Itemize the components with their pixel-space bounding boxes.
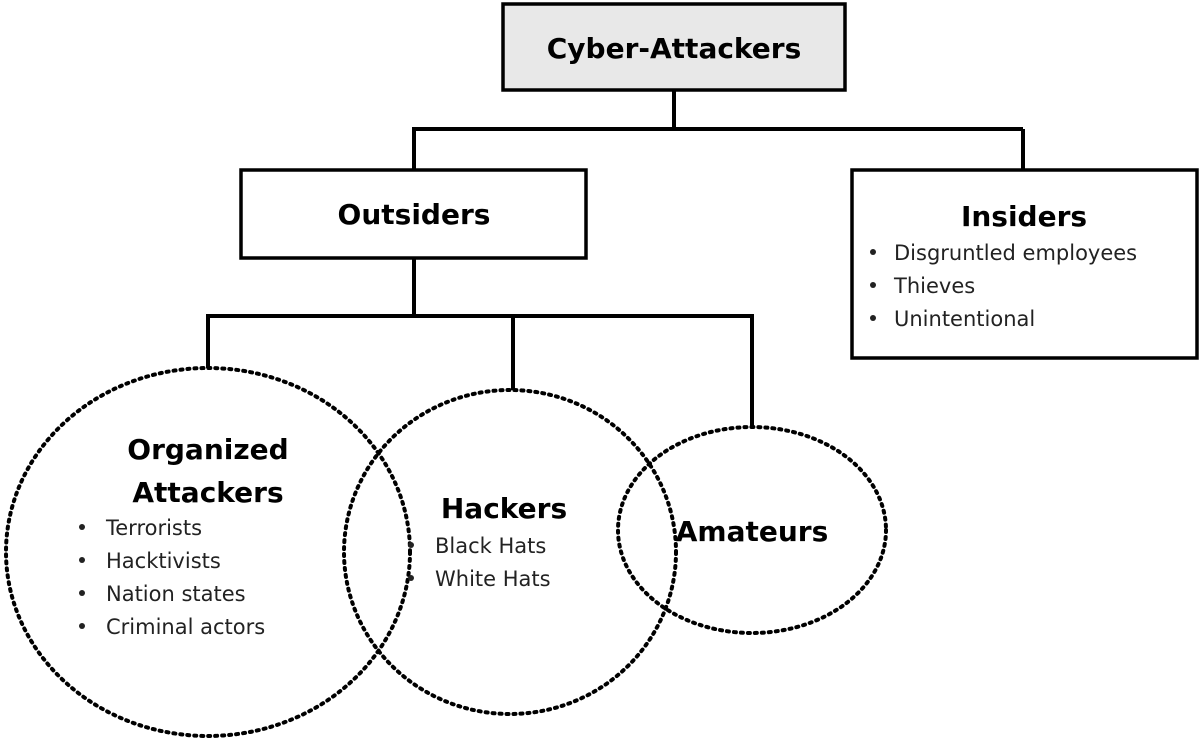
- root-box: [501, 2, 847, 92]
- insiders-bullet: [870, 282, 876, 288]
- amateurs-title: Amateurs: [676, 515, 829, 548]
- organized-item: Nation states: [106, 582, 246, 606]
- insiders-item: Disgruntled employees: [894, 241, 1137, 265]
- organized-title-line1: Organized: [127, 433, 288, 466]
- amateurs-node: Amateurs: [676, 515, 829, 548]
- hackers-node: Hackers Black Hats White Hats: [408, 492, 567, 591]
- organized-node: Organized Attackers Terrorists Hacktivis…: [79, 433, 289, 639]
- root-title: Cyber-Attackers: [547, 32, 802, 65]
- insiders-title: Insiders: [961, 200, 1087, 233]
- organized-item: Criminal actors: [106, 615, 265, 639]
- insiders-node: Insiders Disgruntled employees Thieves U…: [850, 168, 1199, 360]
- outsider-groups: [4, 366, 888, 738]
- insiders-item: Thieves: [893, 274, 975, 298]
- organized-bullet: [79, 623, 85, 629]
- insiders-bullet: [870, 315, 876, 321]
- connectors: [206, 90, 1025, 427]
- organized-bullet: [79, 557, 85, 563]
- organized-item: Terrorists: [105, 516, 202, 540]
- insiders-box: [850, 168, 1199, 360]
- organized-bullet: [79, 524, 85, 530]
- organized-bullet: [79, 590, 85, 596]
- outsiders-node: Outsiders: [239, 168, 588, 260]
- organized-item: Hacktivists: [106, 549, 221, 573]
- hackers-bullet: [408, 575, 414, 581]
- hackers-item: Black Hats: [435, 534, 546, 558]
- organized-ellipse: [4, 366, 412, 738]
- insiders-item: Unintentional: [894, 307, 1035, 331]
- hackers-item: White Hats: [435, 567, 551, 591]
- organized-title-line2: Attackers: [132, 476, 283, 509]
- insiders-bullet: [870, 249, 876, 255]
- hackers-title: Hackers: [441, 492, 567, 525]
- amateurs-ellipse: [616, 425, 888, 635]
- hackers-ellipse: [342, 388, 678, 716]
- root-node: Cyber-Attackers: [501, 2, 847, 92]
- outsiders-box: [239, 168, 588, 260]
- outsiders-title: Outsiders: [338, 198, 491, 231]
- hackers-bullet: [408, 542, 414, 548]
